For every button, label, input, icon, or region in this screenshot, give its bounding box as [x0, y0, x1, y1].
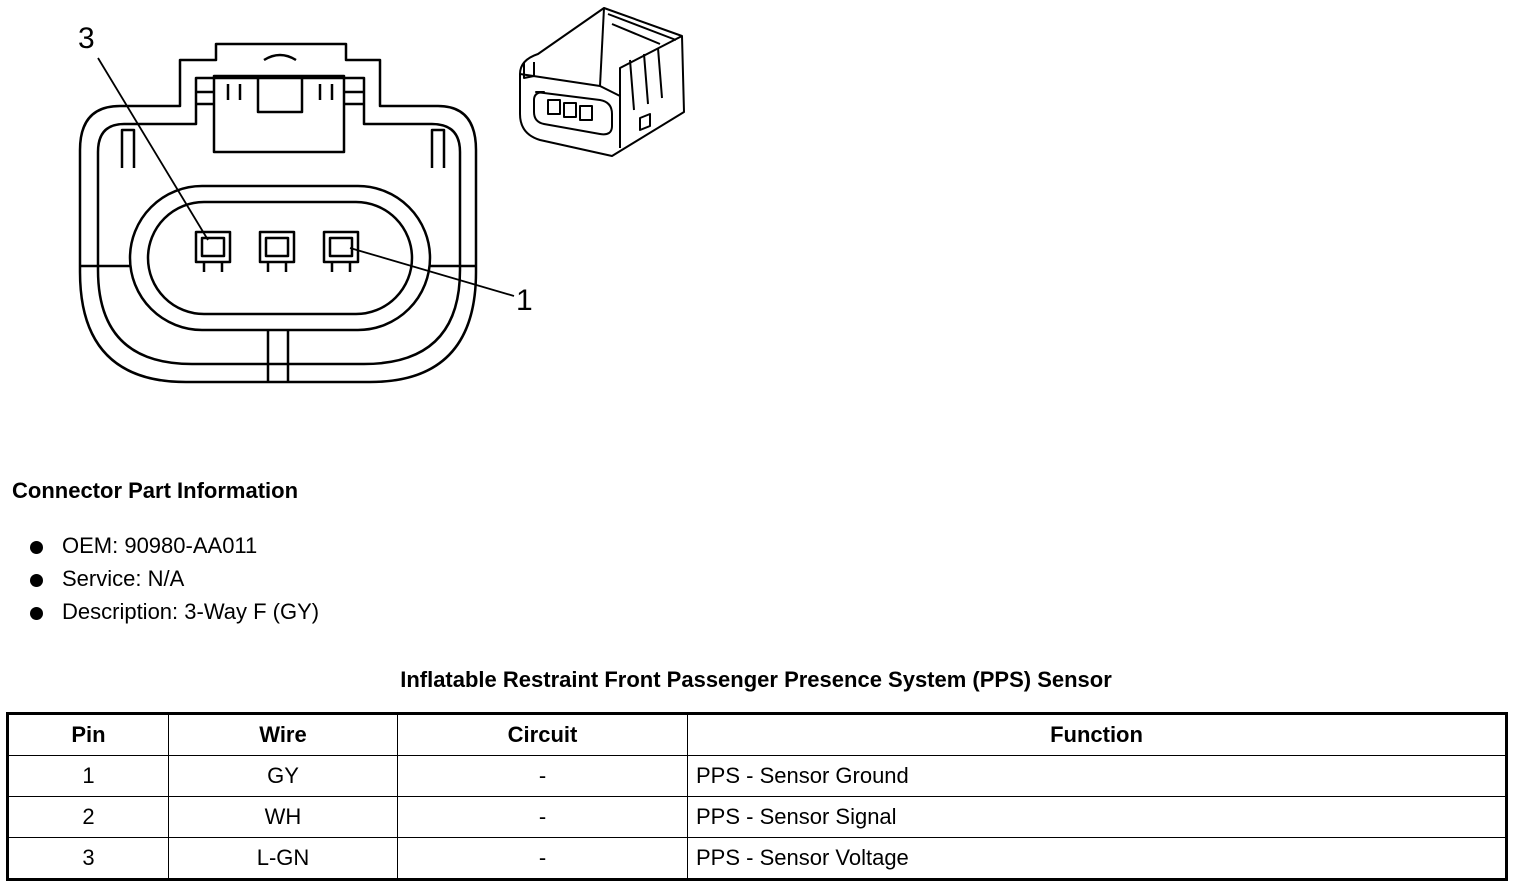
cell-pin: 2 — [7, 796, 169, 838]
table-header-row: Pin Wire Circuit Function — [7, 713, 1507, 756]
cell-function: PPS - Sensor Voltage — [687, 837, 1507, 880]
pin-3 — [194, 230, 232, 272]
pin-label-1: 1 — [516, 284, 533, 317]
cell-wire: WH — [168, 796, 398, 838]
connector-isometric-view — [519, 7, 685, 157]
pin-1-leader — [349, 247, 515, 297]
pin-3-leader — [97, 57, 209, 241]
cell-pin: 1 — [7, 755, 169, 797]
part-info-item-service: Service: N/A — [30, 565, 319, 598]
pinout-table: Pin Wire Circuit Function 1 GY - PPS - S… — [6, 712, 1508, 881]
part-info-title: Connector Part Information — [12, 478, 299, 503]
part-info-list: OEM: 90980-AA011 Service: N/A Descriptio… — [30, 532, 319, 631]
cell-pin: 3 — [7, 837, 169, 880]
header-wire: Wire — [168, 713, 398, 756]
connector-diagram: 3 1 — [78, 7, 685, 384]
bullet-icon — [30, 541, 43, 554]
header-circuit: Circuit — [397, 713, 688, 756]
part-info-item-oem: OEM: 90980-AA011 — [30, 532, 319, 565]
connector-face-view — [78, 42, 515, 384]
part-info-service: Service: N/A — [62, 566, 185, 591]
table-title: Inflatable Restraint Front Passenger Pre… — [400, 667, 1112, 692]
header-function: Function — [687, 713, 1507, 756]
header-pin: Pin — [7, 713, 169, 756]
table-row: 2 WH - PPS - Sensor Signal — [7, 796, 1507, 838]
cell-wire: GY — [168, 755, 398, 797]
bullet-icon — [30, 574, 43, 587]
part-info-item-description: Description: 3-Way F (GY) — [30, 598, 319, 631]
part-info-oem: OEM: 90980-AA011 — [62, 533, 258, 558]
part-info-description: Description: 3-Way F (GY) — [62, 599, 320, 624]
cell-function: PPS - Sensor Signal — [687, 796, 1507, 838]
table-row: 3 L-GN - PPS - Sensor Voltage — [7, 837, 1507, 880]
cell-function: PPS - Sensor Ground — [687, 755, 1507, 797]
cell-circuit: - — [397, 796, 688, 838]
pin-label-3: 3 — [78, 22, 95, 55]
cell-circuit: - — [397, 837, 688, 880]
cell-circuit: - — [397, 755, 688, 797]
pin-2 — [258, 230, 296, 272]
table-row: 1 GY - PPS - Sensor Ground — [7, 755, 1507, 797]
cell-wire: L-GN — [168, 837, 398, 880]
pin-1 — [322, 230, 360, 272]
bullet-icon — [30, 607, 43, 620]
